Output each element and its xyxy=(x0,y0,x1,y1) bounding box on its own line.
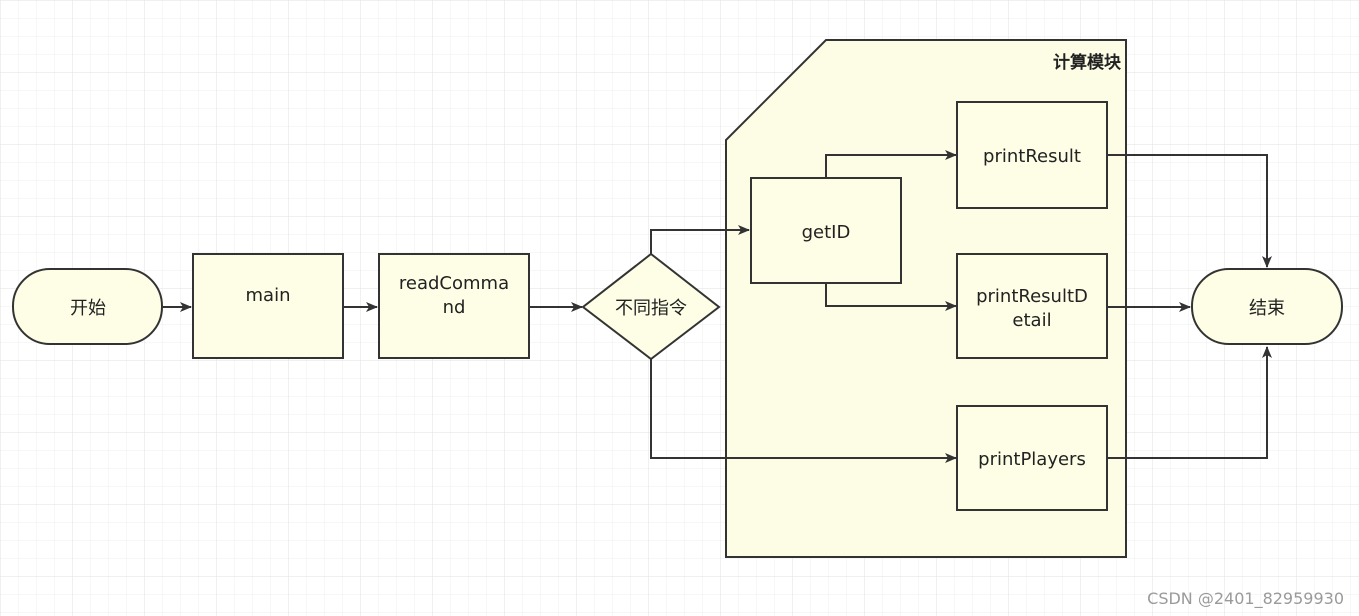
printplayers-node: printPlayers xyxy=(956,405,1108,511)
main-label: main xyxy=(246,285,291,306)
printresultdetail-node: printResultD etail xyxy=(956,253,1108,359)
decision-label: 不同指令 xyxy=(615,298,687,319)
edge-printplayers-end xyxy=(1108,346,1272,459)
csdn-watermark: CSDN @2401_82959930 xyxy=(1147,589,1344,609)
decision-node: 不同指令 xyxy=(581,252,721,361)
printplayers-label: printPlayers xyxy=(978,449,1086,470)
start-node: 开始 xyxy=(12,268,163,345)
start-label: 开始 xyxy=(70,298,106,319)
readcommand-node: readComma nd xyxy=(378,253,530,359)
end-node: 结束 xyxy=(1191,268,1343,345)
getid-node: getID xyxy=(750,177,902,284)
compute-module-title: 计算模块 xyxy=(1053,52,1122,73)
connectors xyxy=(162,150,1272,463)
readcommand-label-line1: readComma xyxy=(399,273,509,294)
printresult-label: printResult xyxy=(983,146,1081,167)
edge-getid-printresult xyxy=(825,150,957,177)
edge-decision-getid xyxy=(650,225,750,254)
readcommand-label-line2: nd xyxy=(443,297,466,318)
printresultdetail-label-line2: etail xyxy=(1012,310,1051,331)
main-node: main xyxy=(192,253,344,359)
printresultdetail-label-line1: printResultD xyxy=(976,286,1088,307)
end-label: 结束 xyxy=(1249,298,1285,319)
printresult-node: printResult xyxy=(956,101,1108,209)
edge-getid-printresultdetail xyxy=(825,284,957,311)
edge-printresult-end xyxy=(1108,154,1272,268)
edge-decision-printplayers xyxy=(650,359,957,463)
getid-label: getID xyxy=(802,222,851,243)
